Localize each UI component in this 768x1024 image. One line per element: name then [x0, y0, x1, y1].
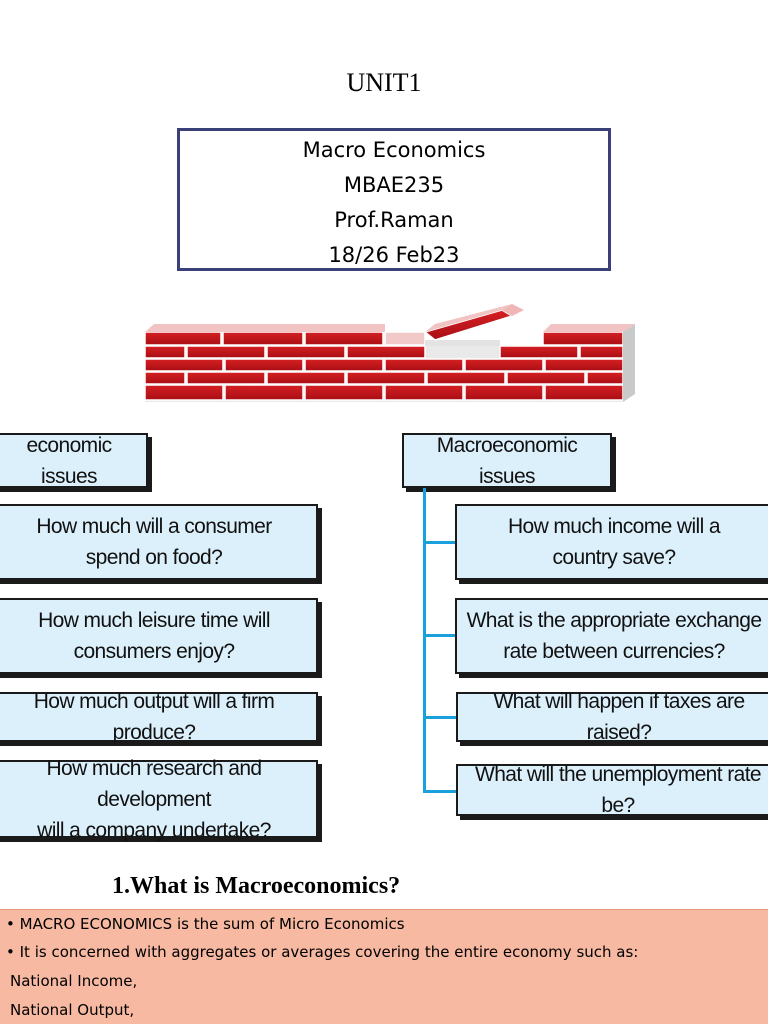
- macro-question-line: What will happen if taxes are raised?: [493, 690, 745, 744]
- micro-question-line: will a company undertake?: [37, 818, 271, 842]
- tree-branch-line: [423, 790, 456, 793]
- macro-question-line: rate between currencies?: [503, 640, 725, 663]
- tree-trunk-line: [423, 488, 426, 793]
- course-dates: 18/26 Feb23: [328, 243, 460, 267]
- lifted-brick: [423, 304, 524, 341]
- tree-branch-line: [423, 541, 455, 544]
- section-heading: 1.What is Macroeconomics?: [112, 873, 401, 899]
- course-name: Macro Economics: [302, 138, 486, 162]
- aggregate-item: National Output,: [10, 1001, 135, 1019]
- definition-box: • MACRO ECONOMICS is the sum of Micro Ec…: [0, 909, 768, 1024]
- micro-header-label: economic issues: [26, 433, 112, 488]
- unit-title: UNIT1: [346, 68, 422, 97]
- course-code: MBAE235: [343, 173, 445, 197]
- tree-branch-line: [423, 716, 456, 719]
- macro-header-label: Macroeconomic issues: [436, 433, 578, 488]
- macro-question-line: country save?: [552, 546, 677, 569]
- micro-question-line: spend on food?: [85, 546, 223, 569]
- micro-question-line: consumers enjoy?: [73, 640, 235, 663]
- micro-header-box: economic issues: [0, 433, 148, 488]
- macro-header-box: Macroeconomic issues: [402, 433, 612, 488]
- bullet-text: It is concerned with aggregates or avera…: [19, 943, 639, 961]
- micro-question-firm-output: How much output will a firm produce?: [0, 690, 318, 744]
- micro-question-line: How much leisure time will: [38, 609, 270, 632]
- micro-question-line: How much research and development: [46, 756, 262, 811]
- brick-wall-illustration: [144, 304, 635, 402]
- macro-question-line: What is the appropriate exchange: [466, 609, 762, 632]
- macro-question-unemployment: What will the unemployment rate be?: [456, 763, 768, 817]
- aggregate-item: National Income,: [10, 972, 138, 990]
- micro-question-consumer-food: How much will a consumer spend on food?: [0, 504, 318, 580]
- macro-question-line: What will the unemployment rate be?: [474, 763, 762, 817]
- macro-question-income-save: How much income will a country save?: [455, 504, 768, 580]
- bullet-item: • It is concerned with aggregates or ave…: [6, 943, 639, 961]
- course-info-box: Macro Economics MBAE235 Prof.Raman 18/26…: [177, 128, 611, 271]
- micro-question-leisure: How much leisure time will consumers enj…: [0, 598, 318, 674]
- brick-wall: [144, 324, 635, 402]
- micro-question-line: How much will a consumer: [36, 515, 272, 538]
- bullet-item: • MACRO ECONOMICS is the sum of Micro Ec…: [6, 915, 405, 933]
- bullet-text: MACRO ECONOMICS is the sum of Micro Econ…: [19, 915, 405, 933]
- macro-question-exchange-rate: What is the appropriate exchange rate be…: [455, 598, 768, 674]
- tree-branch-line: [423, 634, 455, 637]
- professor-name: Prof.Raman: [334, 208, 454, 232]
- micro-question-line: How much output will a firm produce?: [33, 690, 275, 744]
- micro-question-research: How much research and development will a…: [0, 757, 318, 842]
- macro-question-taxes: What will happen if taxes are raised?: [456, 690, 768, 744]
- macro-question-line: How much income will a: [507, 515, 721, 538]
